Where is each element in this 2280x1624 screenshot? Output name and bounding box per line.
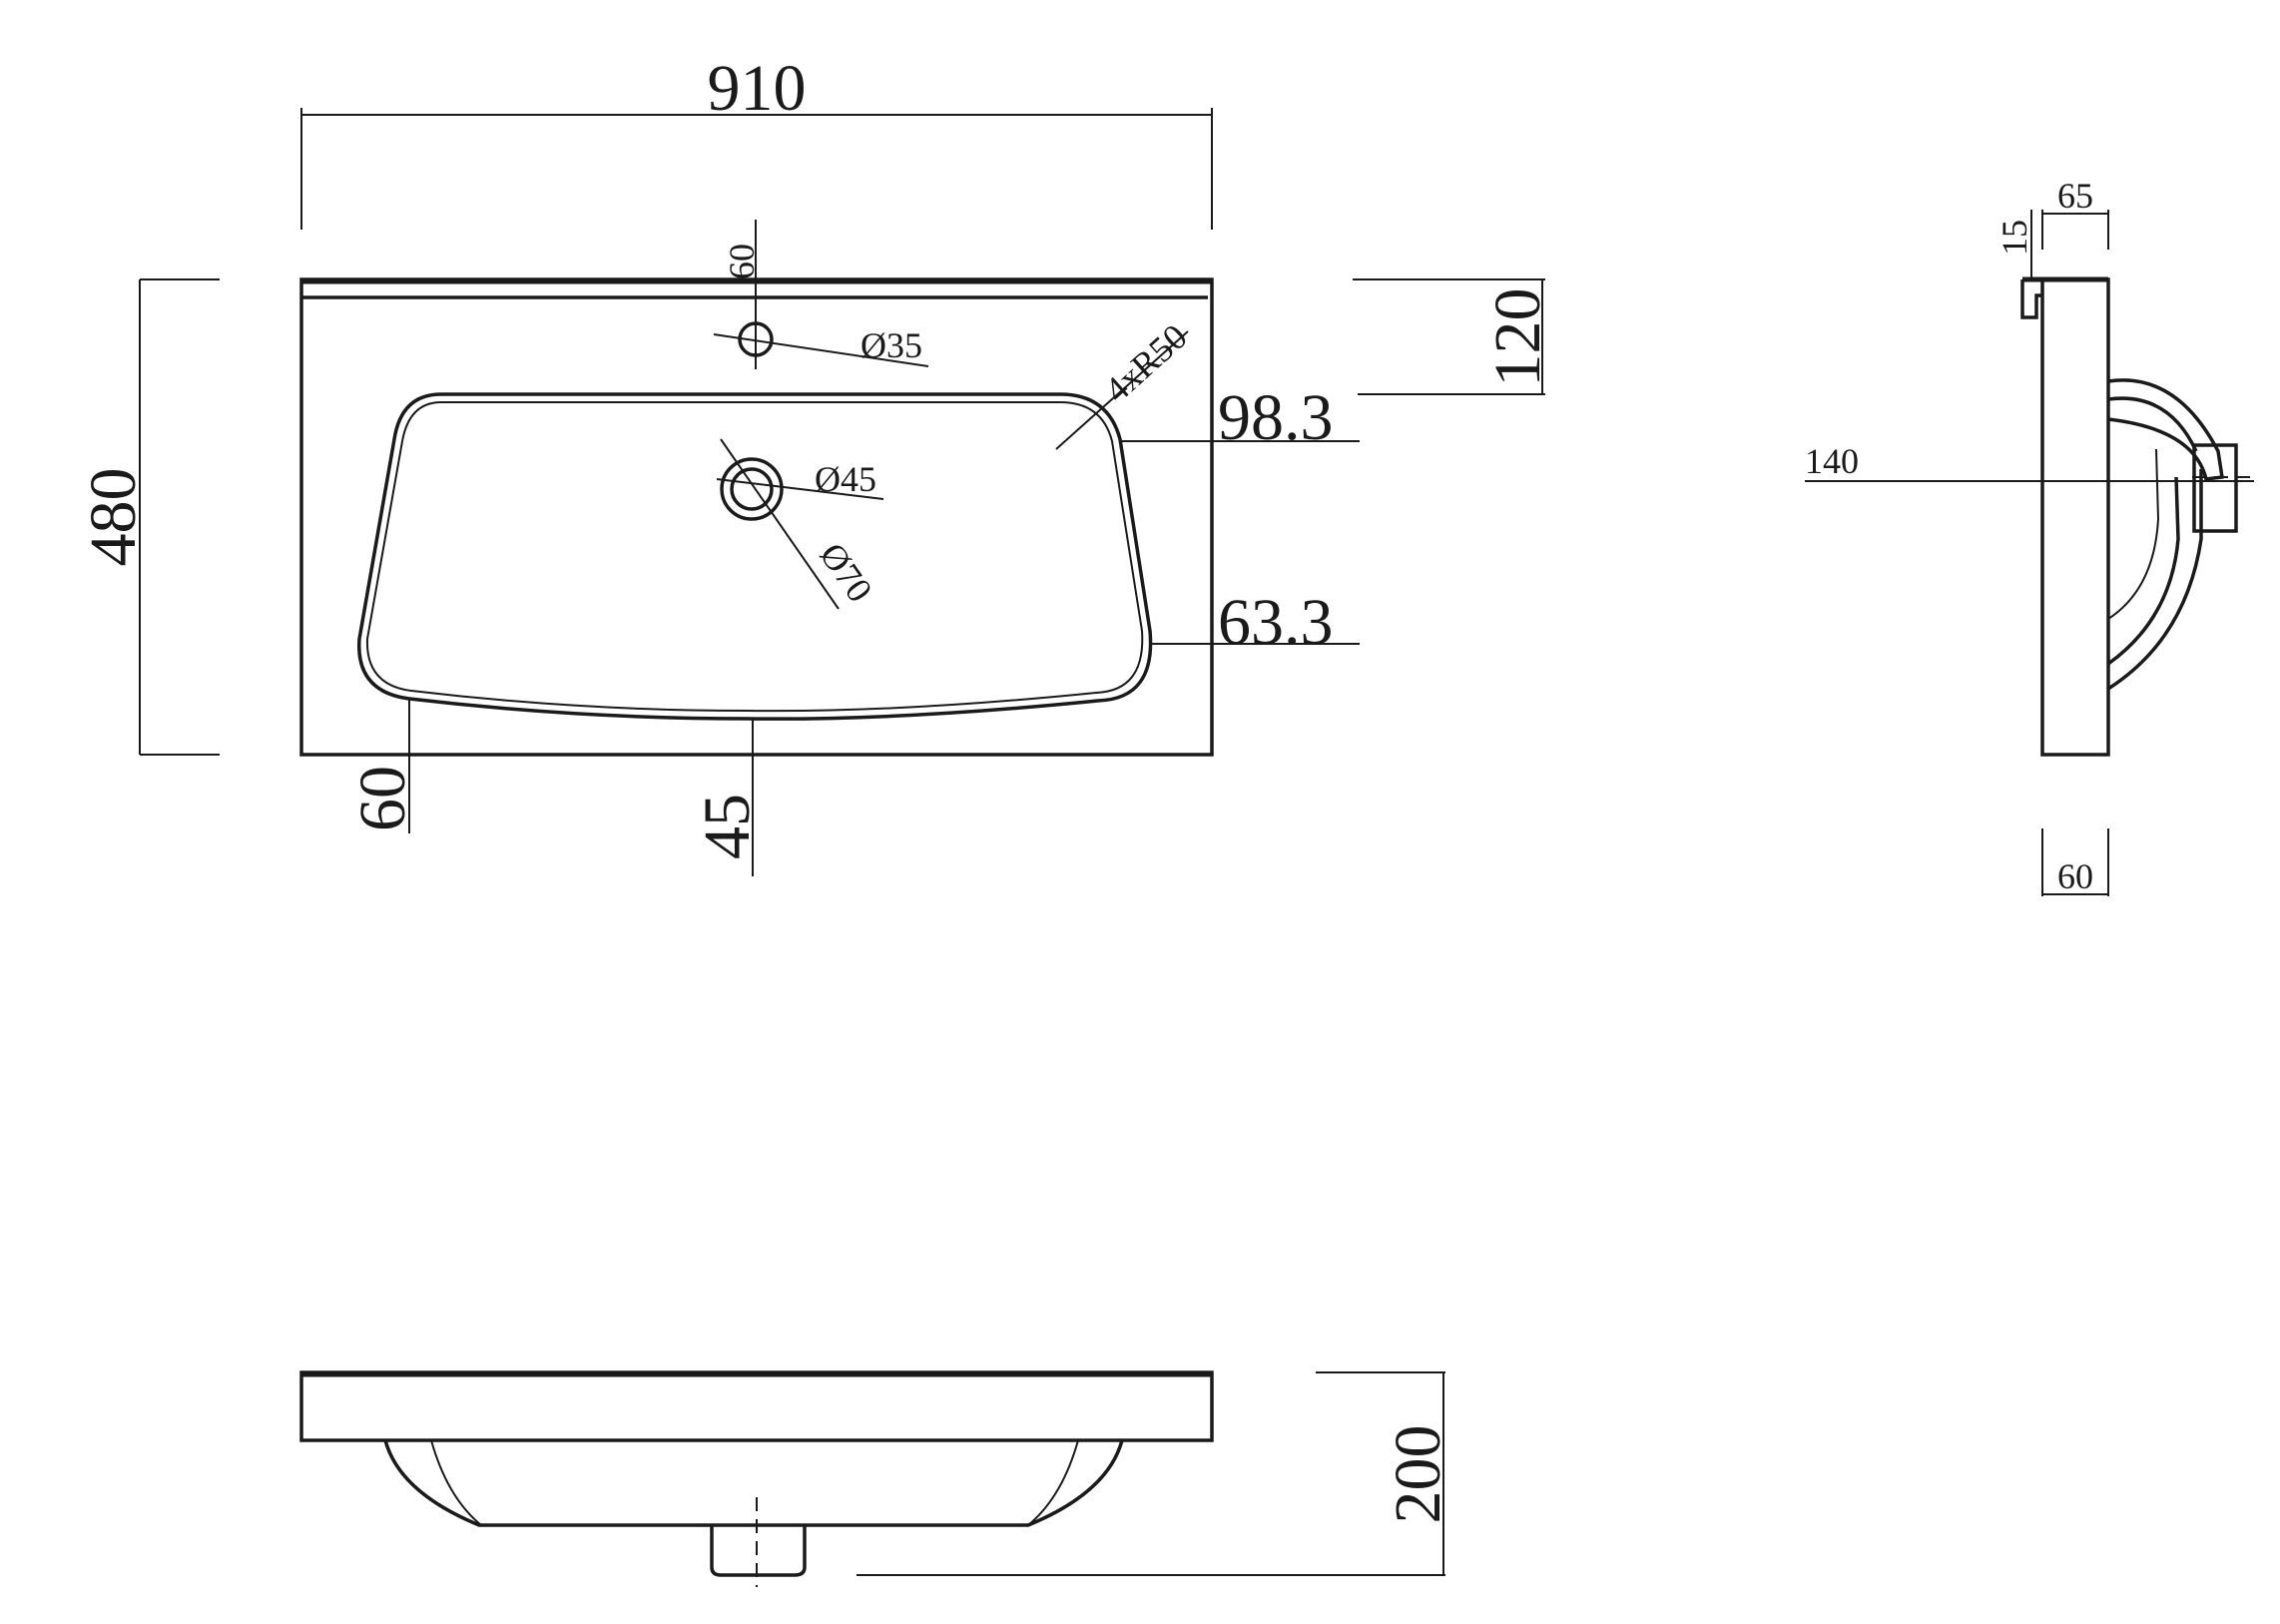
drain-outer-label: Ø70 bbox=[812, 536, 879, 610]
front-height-label: 200 bbox=[1382, 1425, 1454, 1524]
front-bowl-left-inner bbox=[430, 1439, 482, 1526]
faucet-offset-label: 60 bbox=[722, 244, 762, 279]
side-projection-label: 140 bbox=[1805, 441, 1859, 481]
right-bottom-label: 63.3 bbox=[1218, 586, 1334, 659]
front-label: 45 bbox=[691, 794, 764, 859]
side-view: 65 15 140 60 bbox=[1805, 176, 2254, 896]
faucet-hole-label: Ø35 bbox=[860, 325, 922, 365]
side-body bbox=[2040, 277, 2110, 757]
back-depth-label: 120 bbox=[1481, 288, 1554, 387]
bowl-inner-line bbox=[365, 401, 1144, 713]
side-top-label: 65 bbox=[2057, 176, 2093, 216]
side-drain bbox=[2192, 443, 2238, 533]
drain-outer-leader bbox=[720, 438, 840, 610]
side-lip bbox=[2020, 279, 2042, 319]
left-bottom-label: 60 bbox=[346, 766, 419, 831]
side-bowl-inner bbox=[2107, 396, 2198, 452]
front-top-slab bbox=[299, 1370, 1214, 1442]
side-bowl-profile bbox=[2107, 378, 2225, 481]
front-bowl-outer bbox=[383, 1439, 1124, 1527]
corner-radius-label: 4xR50 bbox=[1097, 316, 1195, 410]
width-label: 910 bbox=[708, 52, 807, 125]
right-top-label: 98.3 bbox=[1218, 381, 1334, 454]
front-bowl-right-inner bbox=[1027, 1439, 1079, 1526]
side-bottom-label: 60 bbox=[2057, 856, 2093, 896]
side-bowl-outer bbox=[2107, 469, 2203, 691]
bowl-outline bbox=[357, 392, 1153, 721]
side-lip-label: 15 bbox=[1995, 220, 2034, 256]
front-drain bbox=[710, 1525, 807, 1577]
height-label: 480 bbox=[77, 468, 150, 567]
side-bowl-inner2 bbox=[2107, 448, 2160, 620]
side-bowl-mid bbox=[2106, 476, 2180, 666]
radius-leader bbox=[1055, 330, 1189, 450]
front-view: 200 bbox=[299, 1370, 1454, 1587]
top-view: 910 480 60 Ø35 Ø45 Ø70 4xR50 120 98.3 63… bbox=[77, 52, 1554, 876]
drain-leader bbox=[716, 478, 884, 500]
drain-outer bbox=[720, 457, 784, 521]
faucet-leader bbox=[713, 333, 929, 367]
drain-hole-label: Ø45 bbox=[815, 459, 876, 499]
drain-inner bbox=[730, 467, 774, 511]
